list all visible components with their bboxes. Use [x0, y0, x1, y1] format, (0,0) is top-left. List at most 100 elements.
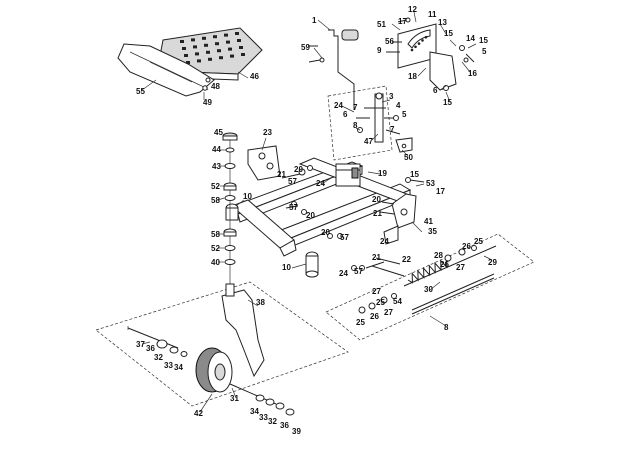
leader-line: [381, 99, 391, 103]
leader-line: [313, 47, 323, 59]
callout-25c: 25: [356, 318, 365, 327]
spring-rod-assembly: [325, 233, 535, 341]
callout-1: 1: [312, 16, 317, 25]
callout-6b: 6: [343, 110, 348, 119]
callout-38: 38: [256, 298, 265, 307]
callout-labels: 1 59 12 51 17 11 13 56 9 15 14 15 5 16 1…: [136, 5, 497, 436]
plate-hole: [195, 52, 199, 56]
footrest-plate-assembly: [117, 27, 263, 97]
callout-27a: 27: [456, 263, 465, 272]
leader-line: [321, 175, 335, 185]
plate-hole: [237, 39, 241, 42]
callout-25a: 25: [474, 237, 483, 246]
callout-8a: 8: [353, 121, 358, 130]
callout-33a: 33: [164, 361, 173, 370]
leader-line: [429, 281, 441, 291]
callout-25b: 25: [376, 298, 385, 307]
leader-line: [341, 105, 355, 113]
callout-32a: 32: [154, 353, 163, 362]
leader-line: [261, 137, 267, 151]
callout-45: 45: [214, 128, 223, 137]
leader-line: [317, 19, 331, 31]
leader-line: [401, 149, 409, 157]
callout-14: 14: [466, 34, 475, 43]
callout-43: 43: [212, 162, 221, 171]
callout-52a: 52: [211, 182, 220, 191]
callout-32b: 32: [268, 417, 277, 426]
callout-24d: 24: [339, 269, 348, 278]
plate-hole: [191, 38, 195, 42]
slot-hole: [414, 45, 417, 49]
callout-34a: 34: [174, 363, 183, 372]
callout-57b: 57: [289, 203, 298, 212]
plate-hole: [184, 54, 188, 57]
leader-line: [483, 255, 493, 261]
leader-line: [439, 85, 447, 91]
callout-23: 23: [263, 128, 272, 137]
callout-16: 16: [468, 69, 477, 78]
leader-line: [367, 171, 381, 175]
frame-hardware: [281, 165, 405, 277]
callout-52b: 52: [211, 244, 220, 253]
plate-hole: [224, 33, 228, 37]
callout-55: 55: [136, 87, 145, 96]
plate-hole: [217, 49, 221, 53]
callout-57c: 57: [340, 233, 349, 242]
callout-24c: 24: [380, 237, 389, 246]
callout-58b: 58: [211, 230, 220, 239]
callout-36b: 36: [280, 421, 289, 430]
plate-hole: [202, 36, 206, 40]
callout-26c: 26: [370, 312, 379, 321]
callout-27b: 27: [372, 287, 381, 296]
plate-hole: [213, 35, 217, 39]
callout-21c: 21: [372, 253, 381, 262]
callout-20d: 20: [321, 228, 330, 237]
leader-line: [217, 197, 225, 201]
callout-17b: 17: [436, 187, 445, 196]
slot-hole: [417, 42, 421, 45]
plate-hole: [204, 43, 208, 47]
plate-hole: [182, 47, 186, 50]
callout-48: 48: [211, 82, 220, 91]
callout-15d: 15: [410, 170, 419, 179]
callout-10b: 10: [282, 263, 291, 272]
callout-20c: 20: [306, 211, 315, 220]
plate-hole: [219, 56, 223, 60]
plate-holes: [180, 32, 245, 64]
leader-line: [461, 61, 471, 73]
callout-12: 12: [408, 5, 417, 14]
slot-hole: [424, 35, 428, 39]
callout-6a: 6: [433, 86, 438, 95]
leader-line: [141, 341, 151, 345]
leader-line: [291, 263, 307, 269]
callout-18: 18: [408, 72, 417, 81]
callout-17a: 17: [398, 17, 407, 26]
callout-47: 47: [364, 137, 373, 146]
callout-29: 29: [488, 258, 497, 267]
slot-hole: [421, 39, 424, 42]
callout-57a: 57: [288, 177, 297, 186]
callout-44: 44: [212, 145, 221, 154]
callout-35: 35: [428, 227, 437, 236]
callout-26b: 26: [440, 260, 449, 269]
callout-7b: 7: [390, 125, 395, 134]
main-frame: [225, 145, 425, 278]
plate-hole: [193, 45, 197, 49]
callout-5b: 5: [402, 110, 407, 119]
callout-34b: 34: [250, 407, 259, 416]
leader-line: [467, 43, 477, 49]
plate-hole: [206, 50, 210, 54]
callout-57d: 57: [354, 267, 363, 276]
leader-lines: [141, 11, 493, 413]
leader-line: [205, 85, 209, 91]
callout-46: 46: [250, 72, 259, 81]
callout-49: 49: [203, 98, 212, 107]
leader-line: [199, 393, 213, 413]
callout-10a: 10: [243, 192, 252, 201]
leader-line: [415, 183, 425, 187]
callout-11: 11: [428, 10, 437, 19]
caster-spindle-stack: [222, 132, 238, 300]
leader-line: [247, 299, 259, 307]
leader-line: [235, 199, 245, 207]
